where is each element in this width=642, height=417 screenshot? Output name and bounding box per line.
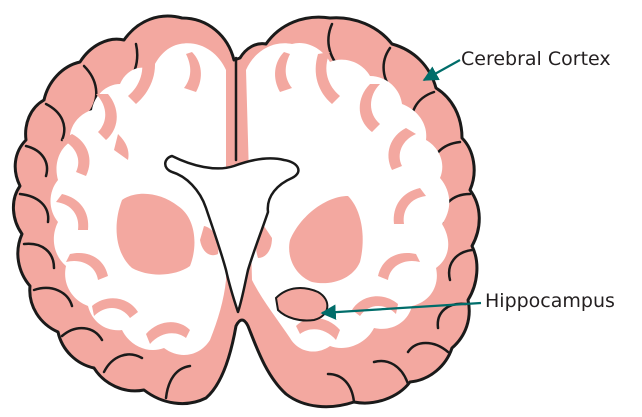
hippocampus-label: Hippocampus bbox=[485, 292, 615, 311]
cerebral-cortex-label: Cerebral Cortex bbox=[461, 50, 611, 69]
